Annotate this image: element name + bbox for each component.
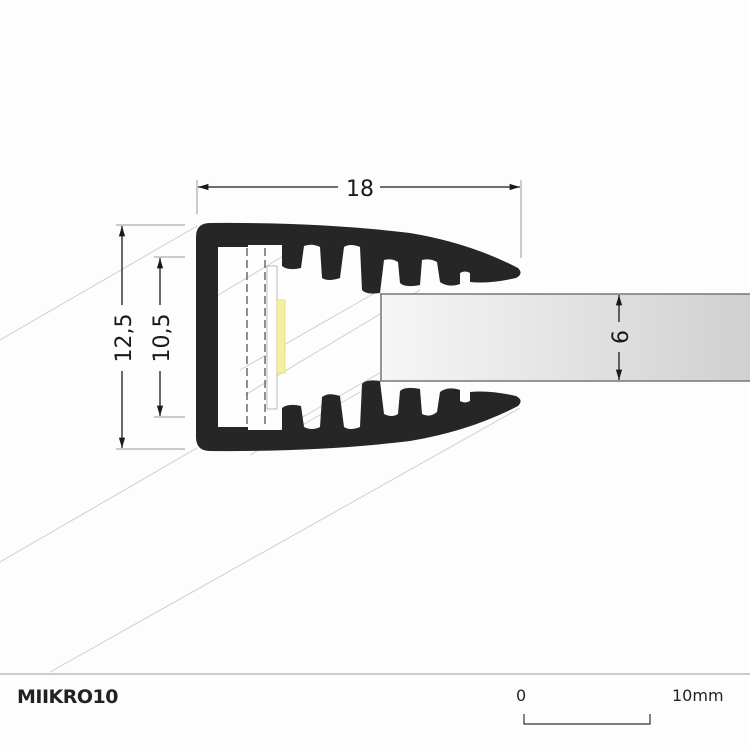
diffuser-cover (380, 293, 750, 382)
product-title: MIIKRO10 (17, 686, 119, 708)
cover-thickness-label: 6 (609, 330, 634, 344)
outer-height-label: 12,5 (112, 314, 137, 363)
inner-height-label: 10,5 (150, 314, 175, 363)
outer-height-dimension (116, 224, 185, 450)
scale-start-label: 0 (516, 686, 527, 705)
led-strip (246, 248, 286, 428)
inner-height-dimension (154, 256, 185, 418)
width-dimension (196, 180, 522, 258)
led-chip (276, 299, 286, 374)
aluminium-profile (196, 222, 521, 452)
scale-bar (523, 714, 651, 725)
scale-end-label: 10mm (672, 686, 724, 705)
width-label: 18 (346, 177, 374, 202)
